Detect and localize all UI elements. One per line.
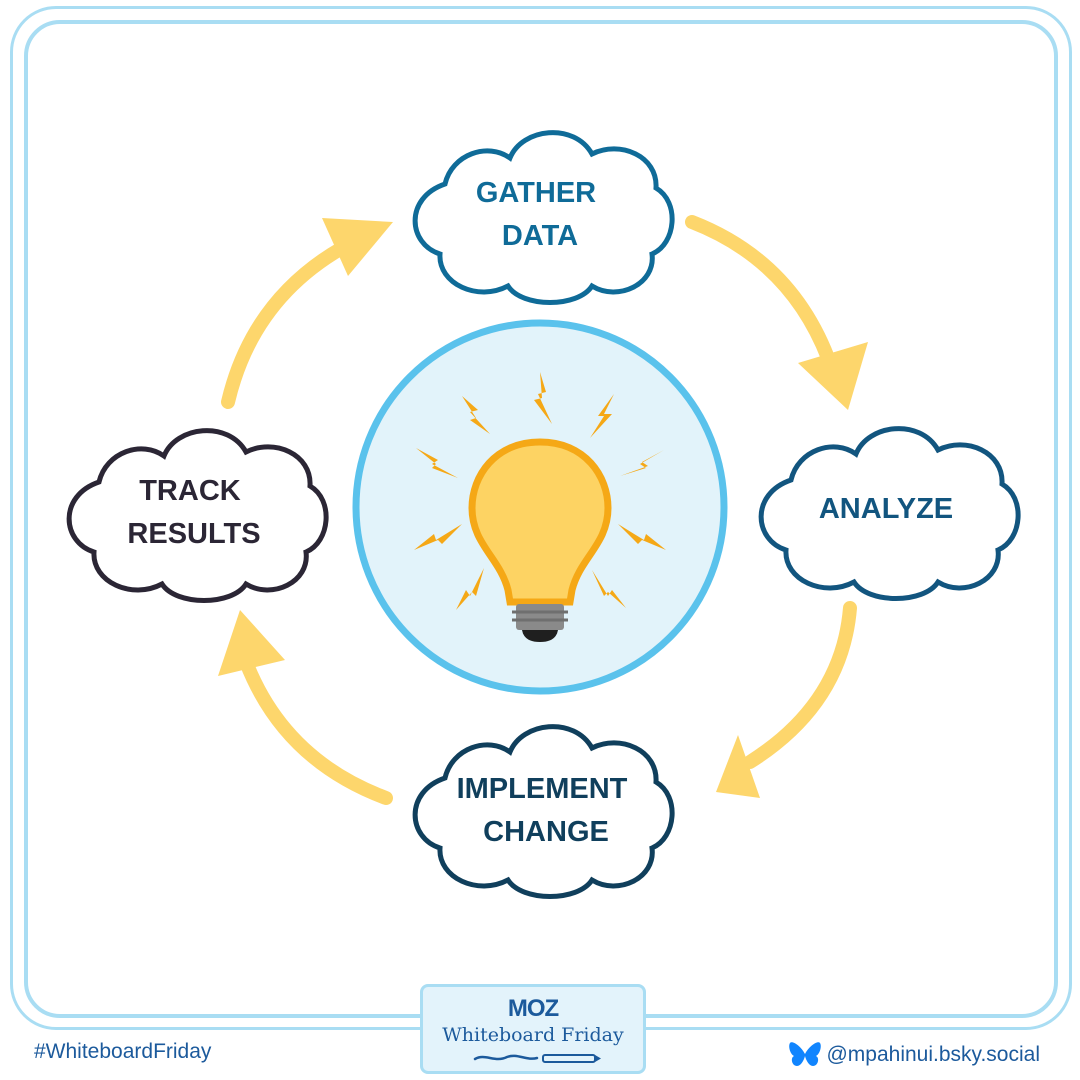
track-results-label: TRACK RESULTS: [127, 475, 260, 550]
badge-title: Whiteboard Friday: [442, 1024, 624, 1046]
moz-logo: MOZ: [507, 995, 559, 1022]
cloud-analyze: ANALYZE: [758, 426, 1021, 601]
gather-data-label: GATHER DATA: [476, 177, 604, 252]
analyze-label: ANALYZE: [819, 493, 953, 525]
cloud-track-results: TRACK RESULTS: [66, 428, 329, 603]
hashtag-text: #WhiteboardFriday: [34, 1040, 212, 1063]
lightbulb-icon: [414, 372, 666, 642]
social-handle-text: @mpahinui.bsky.social: [826, 1043, 1040, 1066]
butterfly-icon: [789, 1042, 822, 1066]
whiteboard-friday-badge: MOZ Whiteboard Friday: [420, 984, 646, 1074]
cloud-implement-change: IMPLEMENT CHANGE: [412, 724, 675, 899]
arrow-implement-to-track: [218, 610, 393, 805]
implement-change-label: IMPLEMENT CHANGE: [457, 773, 636, 848]
arrow-analyze-to-implement: [716, 601, 857, 798]
cycle-arrows: [218, 215, 868, 805]
arrow-track-to-gather: [221, 218, 393, 409]
cloud-gather-data: GATHER DATA: [412, 130, 675, 305]
marker-scribble-icon: [473, 1054, 601, 1063]
arrow-gather-to-analyze: [685, 215, 868, 410]
social-handle[interactable]: @mpahinui.bsky.social: [788, 1040, 1040, 1070]
